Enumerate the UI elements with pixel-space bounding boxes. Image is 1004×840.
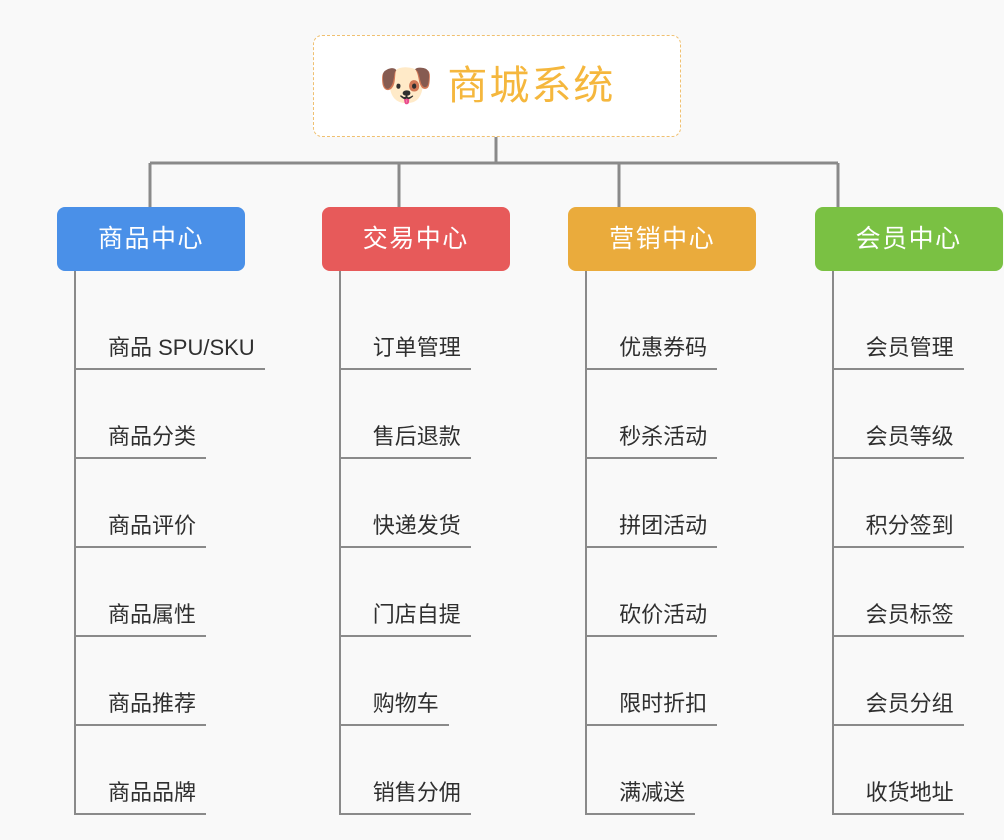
list-item[interactable]: 会员等级 — [831, 370, 1004, 459]
category-label: 会员中心 — [855, 224, 962, 253]
category-label: 商品中心 — [97, 224, 204, 253]
item-list-marketing-center: 优惠券码 秒杀活动 拼团活动 砍价活动 限时折扣 满减送 — [585, 271, 757, 815]
item-label: 商品 SPU/SKU — [74, 334, 265, 370]
item-label: 商品推荐 — [74, 690, 207, 726]
list-item[interactable]: 收货地址 — [831, 726, 1004, 815]
list-item[interactable]: 满减送 — [585, 726, 757, 815]
item-label: 满减送 — [585, 779, 696, 815]
list-item[interactable]: 快递发货 — [338, 459, 511, 548]
category-columns: 商品中心 商品 SPU/SKU 商品分类 商品评价 商品属性 商品推荐 商品品牌… — [0, 207, 1004, 840]
list-item[interactable]: 积分签到 — [831, 459, 1004, 548]
item-label: 商品评价 — [74, 512, 207, 548]
item-list-product-center: 商品 SPU/SKU 商品分类 商品评价 商品属性 商品推荐 商品品牌 — [74, 271, 265, 815]
item-label: 砍价活动 — [585, 601, 718, 637]
item-label: 商品属性 — [74, 601, 207, 637]
root-title-card[interactable]: 🐶 商城系统 — [313, 35, 681, 137]
list-item[interactable]: 优惠券码 — [585, 281, 757, 370]
list-item[interactable]: 购物车 — [338, 637, 511, 726]
list-item[interactable]: 门店自提 — [338, 548, 511, 637]
item-label: 售后退款 — [338, 423, 471, 459]
item-label: 会员管理 — [831, 334, 964, 370]
item-label: 积分签到 — [831, 512, 964, 548]
list-item[interactable]: 商品 SPU/SKU — [74, 281, 265, 370]
item-label: 拼团活动 — [585, 512, 718, 548]
item-label: 购物车 — [338, 690, 449, 726]
dog-face-icon: 🐶 — [378, 61, 434, 110]
item-label: 收货地址 — [831, 779, 964, 815]
item-label: 订单管理 — [338, 334, 471, 370]
item-label: 会员标签 — [831, 601, 964, 637]
item-list-member-center: 会员管理 会员等级 积分签到 会员标签 会员分组 收货地址 — [831, 271, 1004, 815]
list-item[interactable]: 售后退款 — [338, 370, 511, 459]
list-item[interactable]: 销售分佣 — [338, 726, 511, 815]
column-marketing-center: 营销中心 优惠券码 秒杀活动 拼团活动 砍价活动 限时折扣 满减送 — [568, 207, 757, 840]
list-item[interactable]: 会员分组 — [831, 637, 1004, 726]
list-item[interactable]: 商品推荐 — [74, 637, 265, 726]
item-label: 优惠券码 — [585, 334, 718, 370]
column-member-center: 会员中心 会员管理 会员等级 积分签到 会员标签 会员分组 收货地址 — [814, 207, 1004, 840]
item-label: 限时折扣 — [585, 690, 718, 726]
item-label: 商品分类 — [74, 423, 207, 459]
category-box-marketing-center[interactable]: 营销中心 — [568, 207, 757, 271]
column-trade-center: 交易中心 订单管理 售后退款 快递发货 门店自提 购物车 销售分佣 — [321, 207, 511, 840]
item-label: 会员分组 — [831, 690, 964, 726]
item-list-trade-center: 订单管理 售后退款 快递发货 门店自提 购物车 销售分佣 — [338, 271, 511, 815]
list-item[interactable]: 拼团活动 — [585, 459, 757, 548]
list-item[interactable]: 订单管理 — [338, 281, 511, 370]
list-item[interactable]: 商品品牌 — [74, 726, 265, 815]
item-label: 门店自提 — [338, 601, 471, 637]
item-label: 商品品牌 — [74, 779, 207, 815]
root-node-area: 🐶 商城系统 — [0, 0, 1004, 145]
page-title: 商城系统 — [447, 64, 616, 108]
item-label: 秒杀活动 — [585, 423, 718, 459]
list-item[interactable]: 限时折扣 — [585, 637, 757, 726]
item-label: 会员等级 — [831, 423, 964, 459]
list-item[interactable]: 商品分类 — [74, 370, 265, 459]
list-item[interactable]: 砍价活动 — [585, 548, 757, 637]
item-label: 快递发货 — [338, 512, 471, 548]
list-item[interactable]: 秒杀活动 — [585, 370, 757, 459]
list-item[interactable]: 商品属性 — [74, 548, 265, 637]
list-item[interactable]: 商品评价 — [74, 459, 265, 548]
category-label: 交易中心 — [362, 224, 469, 253]
category-box-trade-center[interactable]: 交易中心 — [321, 207, 510, 271]
item-label: 销售分佣 — [338, 779, 471, 815]
list-item[interactable]: 会员标签 — [831, 548, 1004, 637]
list-item[interactable]: 会员管理 — [831, 281, 1004, 370]
category-label: 营销中心 — [609, 224, 716, 253]
category-box-member-center[interactable]: 会员中心 — [814, 207, 1003, 271]
category-box-product-center[interactable]: 商品中心 — [57, 207, 245, 271]
column-product-center: 商品中心 商品 SPU/SKU 商品分类 商品评价 商品属性 商品推荐 商品品牌 — [57, 207, 265, 840]
